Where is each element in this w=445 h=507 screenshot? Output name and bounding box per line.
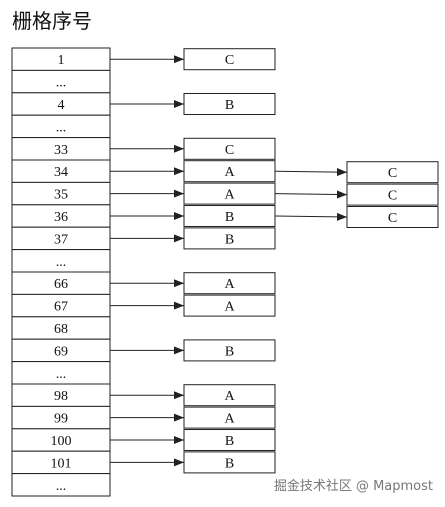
grid-cell-label: ... (56, 367, 67, 382)
grid-cell: 67 (11, 293, 111, 318)
grid-cell-label: 34 (54, 165, 68, 180)
watermark: 掘金技术社区 @ Mapmost (274, 478, 433, 494)
grid-cell: 1 (11, 47, 111, 71)
level1-node-label: C (225, 143, 234, 158)
level1-node: A (183, 272, 276, 295)
level1-node-label: A (224, 412, 235, 427)
level1-node-label: B (225, 232, 234, 247)
level1-node: A (183, 406, 276, 429)
level1-node: B (183, 451, 276, 474)
grid-index-column: 1... 4... 33 34 35 36 37... 66 67 68 69... 98 99 100 1… (11, 47, 111, 497)
level1-node: A (183, 182, 276, 205)
node-to-node-arrow (274, 212, 348, 221)
level1-node-label: A (224, 165, 235, 180)
grid-cell-label: 69 (54, 344, 68, 359)
level1-node-label: A (224, 300, 235, 315)
grid-cell-label: 35 (54, 188, 68, 203)
grid-cell: ... (11, 69, 111, 94)
level1-node-label: A (224, 277, 235, 292)
level1-node: B (183, 339, 276, 362)
level1-node: B (183, 227, 276, 250)
level1-node-label: B (225, 344, 234, 359)
grid-cell-label: 4 (58, 98, 65, 113)
grid-cell: ... (11, 473, 111, 497)
arrow-connectors (110, 55, 348, 467)
grid-cell: 36 (11, 204, 111, 228)
level1-node: C (183, 48, 276, 71)
node-to-node-arrow (274, 190, 348, 199)
level2-node-label: C (388, 189, 397, 204)
grid-cell-box (11, 473, 111, 497)
grid-cell-label: ... (56, 76, 67, 91)
level1-node-label: C (225, 53, 234, 68)
grid-cell: 34 (11, 159, 111, 183)
grid-cell-label: 99 (54, 412, 68, 427)
level1-node: B (183, 429, 276, 451)
grid-cell-label: 68 (54, 322, 68, 337)
grid-cell-label: 67 (54, 300, 68, 315)
level-two-nodes: CCC (346, 161, 439, 228)
level2-node-label: C (388, 211, 397, 226)
grid-cell: ... (11, 249, 111, 273)
grid-cell-label: 36 (54, 210, 68, 225)
level1-node: A (183, 384, 276, 407)
level1-node-label: B (225, 456, 234, 471)
level1-node-label: B (225, 210, 234, 225)
grid-cell: 35 (11, 181, 111, 206)
diagram-title: 栅格序号 (12, 9, 92, 33)
grid-cell-label: ... (56, 120, 67, 135)
level2-node: C (346, 161, 439, 184)
grid-cell-label: ... (56, 255, 67, 270)
grid-cell: 66 (11, 271, 111, 295)
level1-node-label: B (225, 98, 234, 113)
level1-node: B (183, 205, 276, 227)
grid-cell: 4 (11, 92, 111, 116)
grid-cell-label: 100 (51, 434, 72, 449)
level2-node: C (346, 183, 439, 206)
grid-cell: 98 (11, 383, 111, 407)
grid-cell: 101 (11, 450, 111, 475)
grid-cell: 99 (11, 405, 111, 430)
level1-node: C (183, 137, 276, 160)
grid-cell: 100 (11, 428, 111, 452)
level1-node: A (183, 160, 276, 183)
grid-cell: ... (11, 361, 111, 385)
level2-node-label: C (388, 166, 397, 181)
level1-node: B (183, 93, 276, 115)
grid-cell: 33 (11, 137, 111, 161)
level1-node: A (183, 294, 276, 317)
grid-cell-label: 101 (51, 456, 72, 471)
level1-node-label: A (224, 188, 235, 203)
grid-cell: 37 (11, 226, 111, 251)
grid-cell: 68 (11, 316, 111, 340)
grid-cell-label: 98 (54, 389, 68, 404)
grid-cell-label: 33 (54, 143, 68, 158)
grid-cell-label: 37 (54, 232, 68, 247)
level2-node: C (346, 206, 439, 228)
grid-cell: 69 (11, 338, 111, 363)
grid-cell-label: ... (56, 479, 67, 494)
node-to-node-arrow (274, 168, 348, 177)
grid-cell-label: 66 (54, 277, 68, 292)
level1-node-label: B (225, 434, 234, 449)
grid-cell: ... (11, 114, 111, 139)
grid-cell-label: 1 (58, 53, 65, 68)
level1-node-label: A (224, 389, 235, 404)
